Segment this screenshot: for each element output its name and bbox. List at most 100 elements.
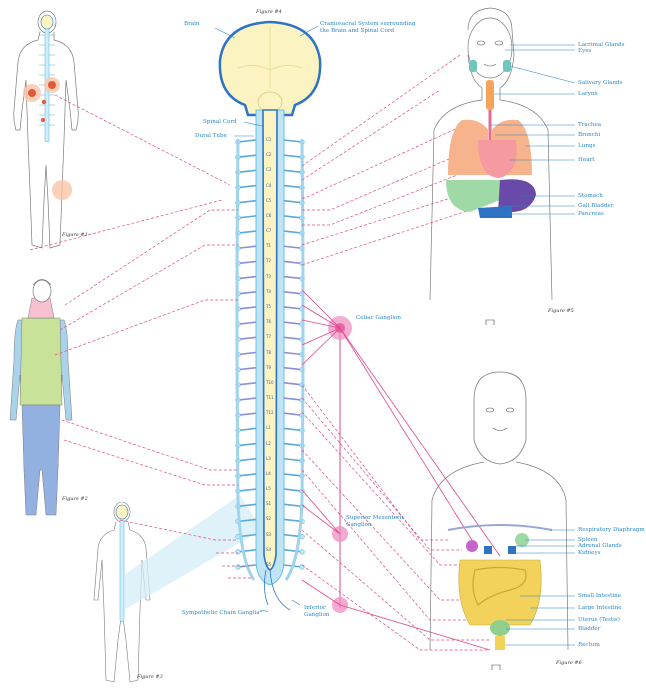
nerve-root (238, 368, 256, 370)
nerve-root (238, 474, 256, 476)
organ-label: Small Intestine (578, 593, 621, 599)
label-dural-tube: Dural Tube (195, 133, 227, 139)
nerve-root (284, 322, 302, 324)
organ-label: Trachea (578, 122, 601, 128)
vertebra-label: T2 (266, 258, 271, 263)
vertebra-label: C5 (266, 198, 271, 203)
organ-label: Bronchi (578, 132, 600, 138)
vertebra-label: C1 (266, 137, 271, 142)
nerve-root (284, 368, 302, 370)
label-craniosacral-1: Craniosacral System surrounding (320, 21, 415, 27)
nerve-root (238, 186, 256, 188)
vertebra-label: S4 (266, 547, 271, 552)
vertebra-label: S2 (266, 516, 271, 521)
nerve-root (238, 444, 256, 446)
organ-label: Eyes (578, 48, 591, 54)
nerve-root (238, 428, 256, 430)
label-brain: Brain (184, 21, 200, 27)
label-superior-mesenteric-1: Superior Mesenteric (346, 515, 405, 521)
organ-label: Uterus (Testis) (578, 617, 620, 623)
vertebra-label: C4 (266, 183, 271, 188)
organ-label: Kidneys (578, 550, 601, 556)
nerve-root (238, 413, 256, 415)
nerve-root (238, 170, 256, 172)
organ-label: Heart (578, 157, 594, 163)
nerve-root (238, 489, 256, 491)
nerve-root (284, 201, 302, 203)
nerve-root (284, 444, 302, 446)
nerve-root (284, 292, 302, 294)
vertebra-label: L3 (266, 456, 271, 461)
nerve-root (238, 398, 256, 400)
nerve-root (284, 277, 302, 279)
nerve-root (238, 353, 256, 355)
nerve-root (238, 337, 256, 339)
nerve-root (284, 261, 302, 263)
vertebra-label: S1 (266, 501, 271, 506)
nerve-root (238, 383, 256, 385)
nerve-root (238, 550, 256, 552)
chain-ganglion-node (236, 565, 241, 570)
label-craniosacral-2: the Brain and Spinal Cord (320, 28, 394, 34)
figure-4-caption: Figure #4 (256, 9, 282, 15)
figure-3-zoom-funnel (124, 495, 262, 610)
vertebra-label: C2 (266, 152, 271, 157)
figure-6-caption: Figure #6 (556, 660, 582, 666)
organ-label: Respiratory Diaphragm (578, 527, 645, 533)
organ-label: Gall Bladder (578, 203, 614, 209)
vertebra-label: T11 (266, 395, 274, 400)
nerve-root (284, 383, 302, 385)
nerve-root (284, 337, 302, 339)
organ-label: Adrenal Glands (578, 543, 622, 549)
vertebra-label: S3 (266, 532, 271, 537)
vertebra-label: T8 (266, 350, 271, 355)
vertebra-label: T9 (266, 365, 271, 370)
organ-label: Rectum (578, 642, 600, 648)
nerve-root (284, 307, 302, 309)
nerve-root (284, 519, 302, 521)
vertebra-label: T10 (266, 380, 274, 385)
figure-3-caption: Figure #3 (137, 674, 163, 680)
vertebra-label: S5 (266, 562, 271, 567)
nerve-root (238, 277, 256, 279)
vertebra-label: T5 (266, 304, 271, 309)
vertebra-label: T12 (266, 410, 274, 415)
vertebra-label: T1 (266, 243, 271, 248)
vertebra-label: C7 (266, 228, 271, 233)
nerve-root (284, 155, 302, 157)
vertebra-label: C3 (266, 167, 271, 172)
organ-label: Salivary Glands (578, 80, 623, 86)
vertebra-label: T7 (266, 334, 271, 339)
chain-ganglion-node (300, 549, 305, 554)
nerve-root (284, 489, 302, 491)
label-spinal-cord: Spinal Cord (203, 119, 237, 125)
organ-leader-lines (490, 45, 575, 645)
figure-1-caption: Figure #1 (62, 232, 88, 238)
organ-label: Large Intestine (578, 605, 622, 611)
vertebra-label: C6 (266, 213, 271, 218)
nerve-root (238, 246, 256, 248)
organ-label: Larynx (578, 91, 598, 97)
label-celiac-ganglion: Celiac Ganglion (356, 315, 401, 321)
vertebra-label: L2 (266, 441, 271, 446)
label-superior-mesenteric-2: Ganglion (346, 522, 372, 528)
nerve-root (284, 550, 302, 552)
nerve-root (238, 261, 256, 263)
nerve-root (238, 201, 256, 203)
nerve-root (284, 140, 302, 142)
figure-2-caption: Figure #2 (62, 496, 88, 502)
nerve-root (284, 474, 302, 476)
nerve-root (284, 216, 302, 218)
organ-label: Pancreas (578, 211, 604, 217)
chain-ganglion-node (236, 549, 241, 554)
nerve-root (284, 170, 302, 172)
figure-5-body (430, 8, 552, 300)
organ-label: Bladder (578, 626, 600, 632)
nerve-root (238, 307, 256, 309)
figure-2-body (10, 280, 72, 516)
nerve-root (284, 428, 302, 430)
vertebra-label: T4 (266, 289, 271, 294)
nerve-root (284, 459, 302, 461)
